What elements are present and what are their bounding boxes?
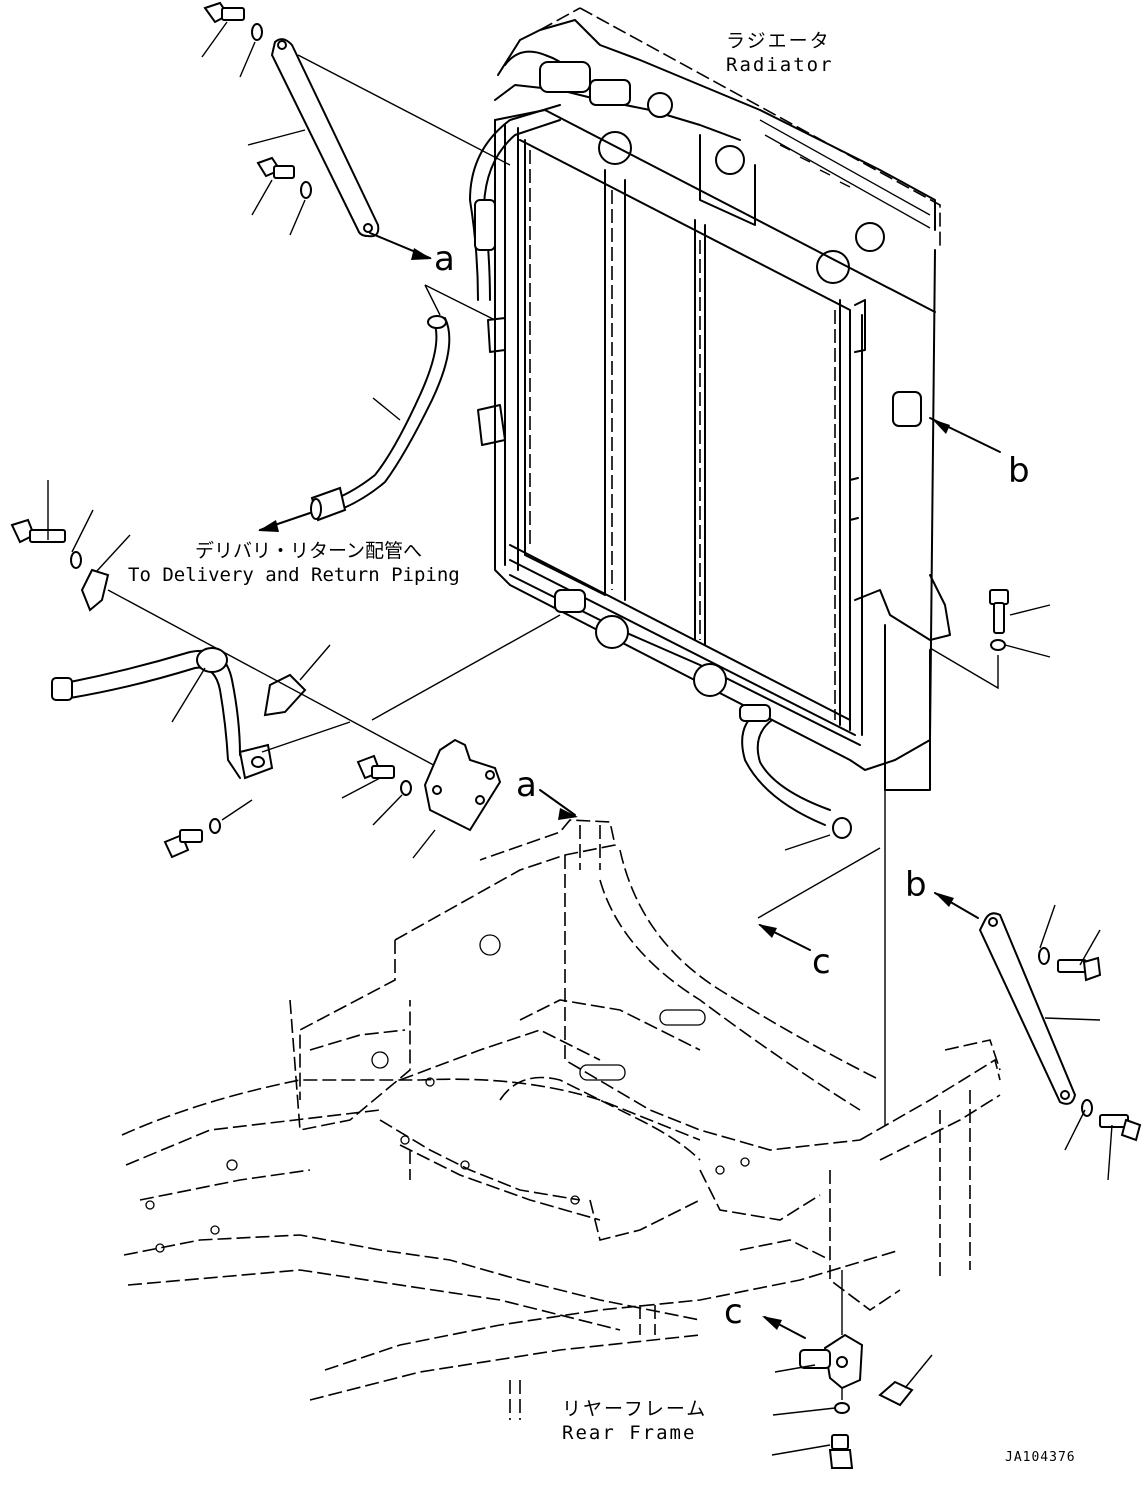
lower-hose bbox=[51, 647, 274, 780]
view-marker-c-mid: c bbox=[812, 942, 831, 982]
view-marker-b-right: b bbox=[1008, 451, 1030, 491]
radiator-assembly bbox=[469, 7, 951, 826]
bracket bbox=[423, 738, 502, 832]
radiator-label-jp: ラジエータ bbox=[726, 30, 831, 52]
lower-stay-bar bbox=[978, 912, 1077, 1105]
delivery-label-jp: デリバリ・リターン配管へ bbox=[195, 540, 423, 562]
rear-frame-label-en: Rear Frame bbox=[562, 1422, 697, 1444]
view-marker-a-mid: a bbox=[516, 765, 537, 805]
drain-valve bbox=[799, 1333, 914, 1469]
upper-stay-bar bbox=[270, 38, 511, 238]
hose-clip bbox=[832, 817, 852, 839]
radiator-label-en: Radiator bbox=[726, 54, 834, 76]
bolt-icon bbox=[163, 754, 412, 859]
rear-frame-label-jp: リヤーフレーム bbox=[562, 1398, 708, 1420]
delivery-label-en: To Delivery and Return Piping bbox=[128, 564, 460, 586]
delivery-pipe bbox=[310, 315, 451, 522]
view-marker-c-lower: c bbox=[724, 1292, 743, 1332]
bolt-icon bbox=[989, 589, 1009, 651]
view-marker-a-top: a bbox=[434, 239, 455, 279]
rear-frame bbox=[121, 819, 1001, 1420]
view-marker-b-lower: b bbox=[905, 865, 927, 905]
bolt-icon bbox=[203, 1, 312, 199]
reference-code: JA104376 bbox=[1005, 1450, 1076, 1465]
